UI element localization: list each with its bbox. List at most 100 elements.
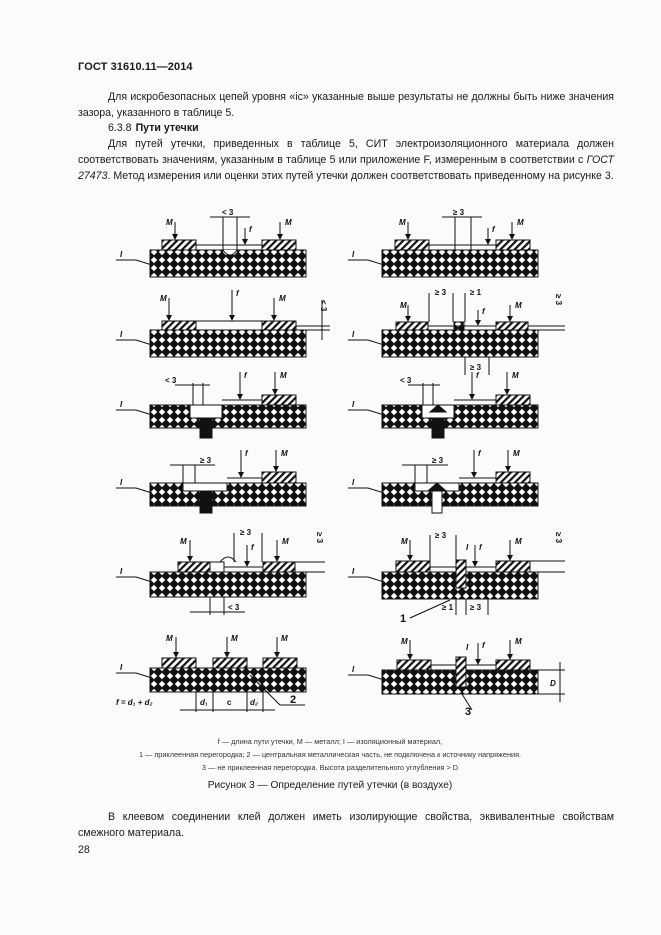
- document-header: ГОСТ 31610.11—2014: [78, 61, 193, 73]
- svg-text:I: I: [352, 567, 355, 576]
- svg-text:f: f: [482, 641, 486, 650]
- paragraph-text: В клеевом соединении клей должен иметь и…: [78, 811, 614, 839]
- svg-text:M: M: [515, 637, 522, 646]
- paragraph-creepage: Для путей утечки, приведенных в таблице …: [78, 136, 614, 184]
- svg-text:1: 1: [400, 613, 406, 625]
- svg-text:M: M: [517, 218, 524, 227]
- page-number: 28: [78, 844, 90, 856]
- svg-text:I: I: [120, 663, 123, 672]
- svg-text:≥ 1: ≥ 1: [442, 603, 454, 612]
- svg-text:< 3: < 3: [228, 603, 240, 612]
- svg-text:M: M: [515, 537, 522, 546]
- svg-text:≥ 3: ≥ 3: [200, 456, 212, 465]
- svg-text:≥ 3: ≥ 3: [554, 532, 563, 544]
- svg-text:< 3: < 3: [319, 300, 328, 312]
- svg-text:I: I: [352, 665, 355, 674]
- panel-c-right: < 3 f M I: [348, 371, 539, 439]
- svg-text:M: M: [285, 218, 292, 227]
- svg-text:≥ 3: ≥ 3: [554, 294, 563, 306]
- paragraph-adhesive: В клеевом соединении клей должен иметь и…: [78, 809, 614, 841]
- svg-text:≥ 1: ≥ 1: [470, 288, 482, 297]
- svg-text:I: I: [352, 478, 355, 487]
- svg-text:M: M: [281, 449, 288, 458]
- svg-text:3: 3: [465, 706, 471, 718]
- paragraph-text: Для путей утечки, приведенных в таблице …: [78, 138, 614, 166]
- svg-text:f: f: [244, 371, 248, 380]
- svg-text:I: I: [466, 543, 469, 552]
- svg-text:≥ 3: ≥ 3: [435, 288, 447, 297]
- svg-text:< 3: < 3: [165, 376, 177, 385]
- svg-text:≥ 3: ≥ 3: [470, 363, 482, 372]
- svg-text:I: I: [352, 330, 355, 339]
- svg-text:d₁: d₁: [200, 698, 208, 707]
- figure-legend-line: f — длина пути утечки, M — металл; I — и…: [217, 737, 443, 746]
- svg-text:M: M: [400, 301, 407, 310]
- svg-text:M: M: [166, 218, 173, 227]
- svg-text:2: 2: [290, 694, 296, 706]
- standard-reference: ГОСТ 27473: [78, 154, 614, 182]
- panel-a-right: ≥ 3 M M f I: [348, 208, 539, 278]
- section-number: 6.3.8: [108, 122, 132, 134]
- svg-text:M: M: [281, 634, 288, 643]
- svg-text:M: M: [515, 301, 522, 310]
- svg-text:M: M: [513, 449, 520, 458]
- svg-text:M: M: [401, 537, 408, 546]
- svg-text:M: M: [512, 371, 519, 380]
- svg-text:M: M: [160, 294, 167, 303]
- panel-d-right: ≥ 3 f M I: [348, 449, 539, 514]
- panel-e-right: ≥ 3 f M M I ≥ 3 ≥ 1 ≥ 3 1 I: [348, 531, 565, 625]
- panel-b-right: ≥ 3 ≥ 1 M M f ≥ 3 I ≥ 3: [348, 288, 565, 375]
- svg-text:f: f: [249, 225, 253, 234]
- svg-text:f: f: [236, 289, 240, 298]
- svg-text:< 3: < 3: [222, 208, 234, 217]
- figure-caption: Рисунок 3 — Определение путей утечки (в …: [207, 780, 453, 791]
- svg-text:I: I: [120, 250, 123, 259]
- panel-f-right: M M f I D 3 I: [348, 637, 565, 718]
- svg-text:M: M: [166, 634, 173, 643]
- svg-text:M: M: [279, 294, 286, 303]
- svg-text:f: f: [482, 307, 486, 316]
- svg-text:d₂: d₂: [250, 698, 258, 707]
- svg-text:≥ 3: ≥ 3: [315, 532, 324, 544]
- figure-legend-line: 3 — не приклеенная перегородка. Высота р…: [201, 763, 459, 772]
- panel-d-left: ≥ 3 f M I: [116, 449, 307, 514]
- figure-legend-line: 1 — приклеенная перегородка; 2 — централ…: [138, 750, 522, 759]
- svg-text:M: M: [231, 634, 238, 643]
- creepage-diagram: < 3 M M f I ≥ 3 M M f I: [116, 208, 565, 718]
- figure-3-creepage-diagrams: < 3 M M f I ≥ 3 M M f I: [110, 200, 580, 720]
- svg-text:≥ 3: ≥ 3: [240, 528, 252, 537]
- svg-text:f: f: [251, 543, 255, 552]
- svg-text:I: I: [120, 330, 123, 339]
- svg-text:≥ 3: ≥ 3: [453, 208, 465, 217]
- svg-text:I: I: [466, 643, 469, 652]
- svg-text:M: M: [399, 218, 406, 227]
- svg-text:f: f: [492, 225, 496, 234]
- panel-a-left: < 3 M M f I: [116, 208, 307, 278]
- panel-c-left: < 3 f M I: [116, 371, 307, 439]
- svg-text:≥ 3: ≥ 3: [432, 456, 444, 465]
- svg-text:< 3: < 3: [400, 376, 412, 385]
- svg-text:M: M: [180, 537, 187, 546]
- paragraph-ic-level: Для искробезопасных цепей уровня «ic» ук…: [78, 89, 614, 121]
- panel-b-left: f M M < 3 I: [116, 289, 330, 358]
- panel-e-left: ≥ 3 f M M ≥ 3 < 3 I: [116, 528, 325, 615]
- svg-text:≥ 3: ≥ 3: [470, 603, 482, 612]
- svg-text:M: M: [282, 537, 289, 546]
- svg-text:≥ 3: ≥ 3: [435, 531, 447, 540]
- svg-text:M: M: [280, 371, 287, 380]
- svg-text:I: I: [352, 400, 355, 409]
- svg-text:I: I: [352, 250, 355, 259]
- svg-text:f: f: [479, 543, 483, 552]
- section-title: Пути утечки: [135, 122, 199, 134]
- svg-text:f: f: [478, 449, 482, 458]
- svg-text:M: M: [401, 637, 408, 646]
- svg-text:D: D: [550, 679, 556, 688]
- paragraph-text: Для искробезопасных цепей уровня «ic» ук…: [78, 91, 614, 119]
- svg-text:I: I: [120, 478, 123, 487]
- svg-text:I: I: [120, 567, 123, 576]
- svg-text:f: f: [476, 371, 480, 380]
- svg-text:f: f: [245, 449, 249, 458]
- svg-text:I: I: [120, 400, 123, 409]
